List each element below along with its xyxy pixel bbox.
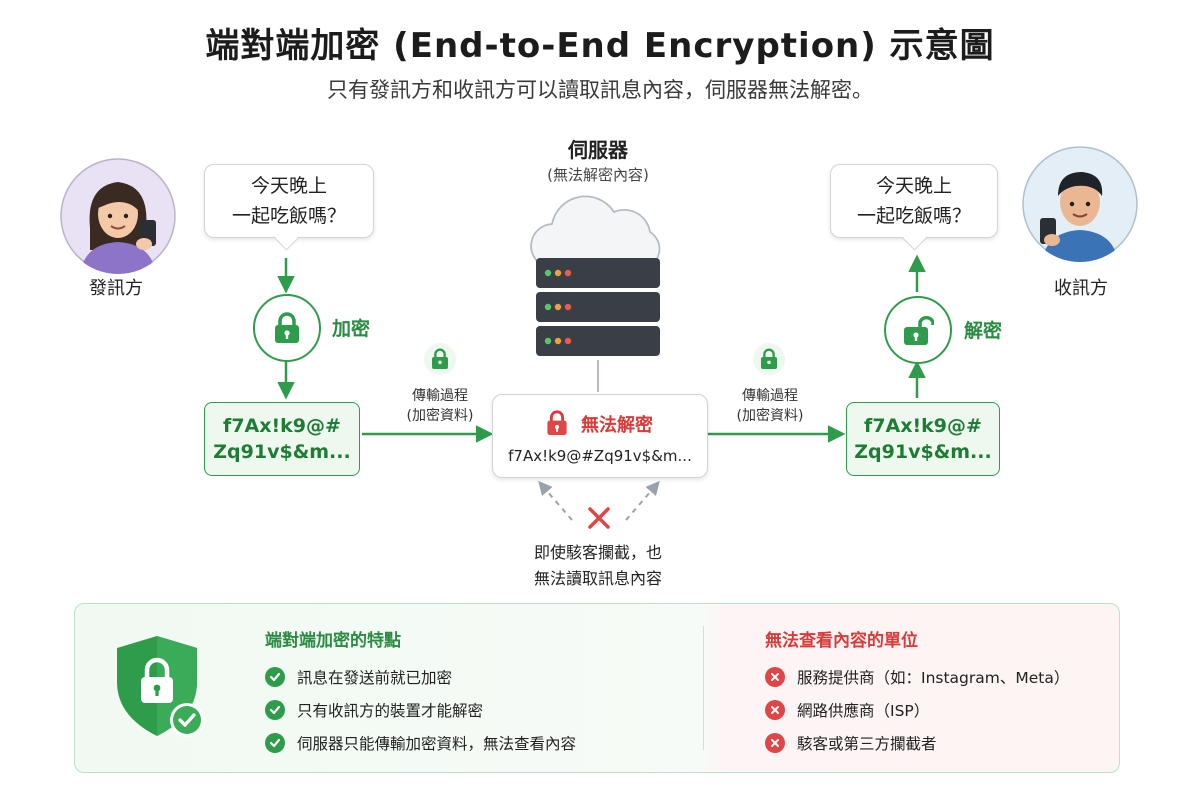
sender-cipher-line2: Zq91v$&m... (213, 441, 351, 463)
features-list: 訊息在發送前就已加密 只有收訊方的裝置才能解密 伺服器只能傳輸加密資料，無法查看… (265, 660, 685, 759)
feature-text: 伺服器只能傳輸加密資料，無法查看內容 (297, 734, 577, 753)
x-icon (765, 732, 785, 753)
sender-message-line1: 今天晚上 (250, 175, 327, 197)
list-item: 訊息在發送前就已加密 (265, 660, 685, 693)
hacker-arrow-right (625, 480, 660, 521)
decrypt-lock (884, 296, 952, 364)
list-item: 只有收訊方的裝置才能解密 (265, 693, 685, 726)
transit-left-label: 傳輸過程 (加密資料) (390, 386, 490, 426)
sender-cipher-box: f7Ax!k9@# Zq91v$&m... (204, 402, 360, 476)
decrypt-label: 解密 (964, 320, 1003, 342)
server-cipher-text: f7Ax!k9@#Zq91v$&m... (508, 447, 692, 465)
cannot-view-heading: 無法查看內容的單位 (765, 631, 918, 651)
x-icon (765, 666, 785, 687)
transit-left-line2: (加密資料) (406, 408, 474, 424)
server-box: 無法解密 f7Ax!k9@#Zq91v$&m... (492, 394, 708, 478)
receiver-message-line1: 今天晚上 (875, 175, 952, 197)
list-item: 駭客或第三方攔截者 (765, 726, 1105, 759)
list-item: 網路供應商（ISP） (765, 693, 1105, 726)
sender-message-line2: 一起吃飯嗎？ (231, 205, 346, 227)
server-icon (530, 195, 661, 356)
hacker-arrow-left (538, 480, 573, 521)
cloud-icon (530, 195, 661, 267)
transit-right-label: 傳輸過程 (加密資料) (720, 386, 820, 426)
lock-icon (432, 348, 448, 369)
check-icon (265, 732, 285, 753)
info-panel: 端對端加密的特點 訊息在發送前就已加密 只有收訊方的裝置才能解密 伺服器只能傳輸… (74, 603, 1120, 773)
unlock-icon (904, 315, 934, 345)
receiver-avatar (1022, 146, 1138, 262)
receiver-cipher-line1: f7Ax!k9@# (864, 415, 982, 437)
feature-text: 只有收訊方的裝置才能解密 (297, 701, 484, 720)
lock-icon (275, 312, 299, 343)
server-lock (545, 409, 569, 441)
transit-right-line1: 傳輸過程 (742, 388, 798, 404)
lock-icon (547, 410, 567, 435)
check-icon (265, 699, 285, 720)
list-item: 服務提供商（如：Instagram、Meta） (765, 660, 1105, 693)
server-subtitle: (無法解密內容) (547, 166, 649, 184)
server-title: 伺服器 (568, 138, 628, 162)
sender-label: 發訊方 (89, 278, 143, 299)
server-rack (536, 258, 660, 356)
lock-icon (761, 348, 777, 369)
cannot-view-text: 駭客或第三方攔截者 (797, 734, 937, 753)
features-heading: 端對端加密的特點 (265, 631, 401, 651)
list-item: 伺服器只能傳輸加密資料，無法查看內容 (265, 726, 685, 759)
receiver-message-line2: 一起吃飯嗎？ (856, 205, 971, 227)
hacker-note: 即使駭客攔截，也 無法讀取訊息內容 (488, 540, 708, 592)
transit-left-line1: 傳輸過程 (412, 388, 468, 404)
check-icon (265, 666, 285, 687)
encrypt-lock (253, 294, 321, 362)
server-status-label: 無法解密 (581, 415, 653, 436)
sender-cipher-line1: f7Ax!k9@# (223, 415, 341, 437)
hacker-line2: 無法讀取訊息內容 (533, 569, 662, 588)
sender-message-bubble: 今天晚上 一起吃飯嗎？ (204, 164, 374, 238)
shield-check-icon (111, 632, 211, 748)
receiver-cipher-line2: Zq91v$&m... (854, 441, 992, 463)
panel-divider (703, 626, 704, 750)
transit-left-lock (424, 343, 456, 375)
sender-avatar (60, 158, 176, 274)
transit-right-line2: (加密資料) (736, 408, 804, 424)
receiver-cipher-box: f7Ax!k9@# Zq91v$&m... (846, 402, 1000, 476)
cannot-view-list: 服務提供商（如：Instagram、Meta） 網路供應商（ISP） 駭客或第三… (765, 660, 1105, 759)
x-icon (765, 699, 785, 720)
encrypt-label: 加密 (332, 318, 371, 340)
cannot-view-text: 服務提供商（如：Instagram、Meta） (797, 668, 1070, 687)
page-subtitle: 只有發訊方和收訊方可以讀取訊息內容，伺服器無法解密。 (327, 78, 873, 102)
hacker-line1: 即使駭客攔截，也 (533, 543, 662, 562)
x-icon (586, 505, 612, 535)
receiver-label: 收訊方 (1054, 278, 1108, 299)
transit-right-lock (753, 343, 785, 375)
page-title: 端對端加密 (End-to-End Encryption) 示意圖 (205, 26, 995, 66)
cannot-view-text: 網路供應商（ISP） (797, 701, 930, 720)
feature-text: 訊息在發送前就已加密 (297, 668, 453, 687)
